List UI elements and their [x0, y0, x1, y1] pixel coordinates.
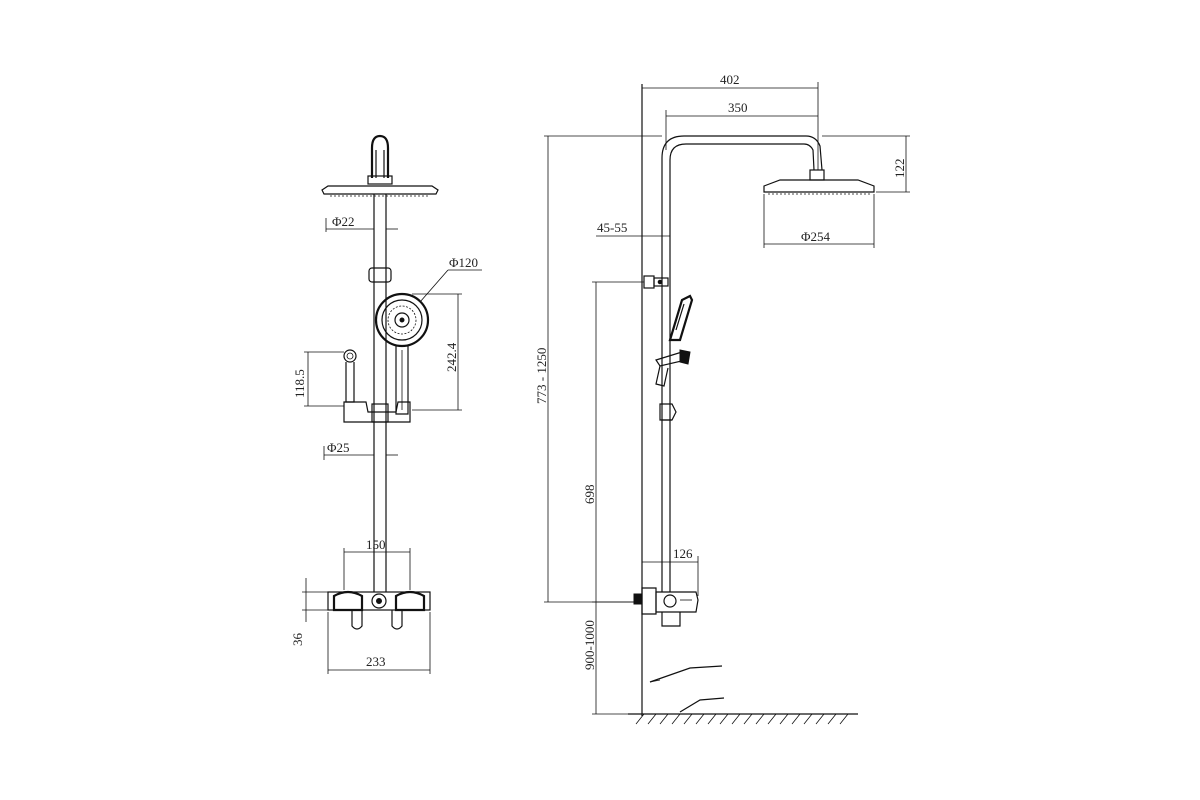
- side-view: 402 350 122 Φ254 45-55: [534, 72, 910, 725]
- dim-mixer-width: 233: [327, 612, 431, 674]
- dim-mixer-width-label: 233: [366, 654, 386, 669]
- dim-mount-height: 900-1000: [582, 601, 634, 715]
- overhead-shower-side: [763, 179, 875, 195]
- dim-head-drop: 122: [822, 135, 910, 193]
- dim-arm-reach: 350: [665, 100, 818, 150]
- dim-pipe-lower-label: Φ25: [327, 440, 350, 455]
- dim-handle-height: 118.5: [292, 351, 344, 407]
- dim-total-height-label: 773 - 1250: [534, 348, 549, 404]
- dim-outlet-offset-label: 126: [673, 546, 693, 561]
- dim-wall-gap-label: 45-55: [597, 220, 627, 235]
- dim-head-drop-label: 122: [892, 159, 907, 179]
- dim-pipe-lower: Φ25: [323, 440, 398, 460]
- dim-pipe-upper: Φ22: [325, 214, 398, 232]
- hand-shower-front: [374, 292, 430, 415]
- dim-wall-gap: 45-55: [596, 220, 670, 242]
- slider-side: [659, 403, 677, 421]
- dim-outlet-offset: 126: [642, 546, 699, 596]
- hand-shower-side: [655, 294, 694, 387]
- dim-slide-bar-height: 698: [582, 281, 644, 602]
- dim-mixer-depth-label: 36: [290, 633, 305, 647]
- dim-slide-height-label: 242.4: [444, 342, 459, 372]
- dim-head-diameter: Φ254: [763, 194, 875, 248]
- dim-mixer-depth: 36: [290, 578, 328, 646]
- riser-pipe-front: [373, 194, 387, 592]
- dim-pipe-upper-label: Φ22: [332, 214, 355, 229]
- wall-bracket: [643, 275, 669, 289]
- dim-mixer-centers-label: 150: [366, 537, 386, 552]
- thermostatic-mixer-side: [633, 587, 699, 627]
- dim-arm-reach-label: 350: [728, 100, 748, 115]
- dim-total-height: 773 - 1250: [534, 135, 662, 603]
- floor-hatch: [628, 713, 858, 725]
- dim-slide-height: 242.4: [412, 293, 462, 411]
- overhead-shower-front: [321, 134, 439, 197]
- dim-hand-shower-label: Φ120: [449, 255, 478, 270]
- slider-bracket-upper: [368, 267, 392, 283]
- dim-head-diameter-label: Φ254: [801, 229, 831, 244]
- dim-handle-height-label: 118.5: [292, 369, 307, 398]
- front-view: Φ22 Φ120 242.4: [290, 134, 482, 674]
- dim-overall-reach-label: 402: [720, 72, 740, 87]
- bathtub-edge: [649, 665, 725, 713]
- dim-slide-bar-height-label: 698: [582, 485, 597, 505]
- dim-mixer-centers: 150: [343, 537, 411, 590]
- dim-overall-reach: 402: [642, 72, 819, 170]
- slider-holder: [343, 349, 411, 423]
- dim-mount-height-label: 900-1000: [582, 620, 597, 670]
- dim-hand-shower: Φ120: [419, 255, 482, 303]
- thermostatic-mixer-front: [327, 590, 431, 630]
